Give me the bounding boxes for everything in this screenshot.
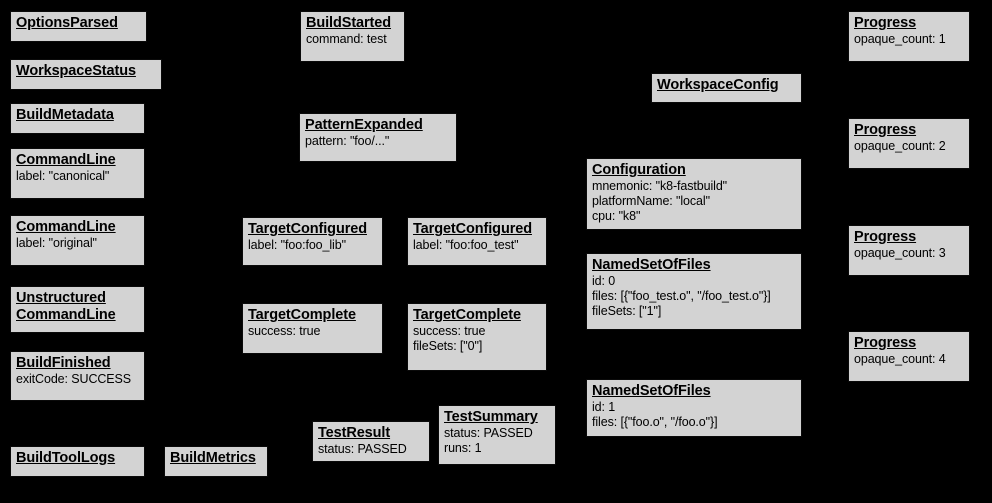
node-title: BuildMetadata — [16, 107, 114, 123]
node-title: TestSummary — [444, 409, 538, 425]
node-fields: id: 1 files: [{"foo.o", "/foo.o"}] — [592, 400, 718, 429]
node-title: TestResult — [318, 425, 391, 441]
node-fields: label: "canonical" — [16, 169, 110, 183]
node-title: Progress — [854, 335, 917, 351]
node-title: Progress — [854, 229, 917, 245]
node-workspace-status[interactable]: WorkspaceStatus — [10, 59, 162, 90]
node-title: WorkspaceStatus — [16, 63, 136, 79]
node-title: TargetConfigured — [413, 221, 532, 237]
node-title: PatternExpanded — [305, 117, 423, 133]
node-fields: pattern: "foo/..." — [305, 134, 390, 148]
node-workspace-config[interactable]: WorkspaceConfig — [651, 73, 802, 103]
node-title: WorkspaceConfig — [657, 77, 779, 93]
node-fields: label: "foo:foo_lib" — [248, 238, 346, 252]
node-title: Progress — [854, 122, 917, 138]
node-fields: status: PASSED runs: 1 — [444, 426, 533, 455]
node-title: Unstructured CommandLine — [16, 290, 116, 323]
node-title: NamedSetOfFiles — [592, 257, 711, 273]
node-fields: opaque_count: 4 — [854, 352, 946, 366]
node-title: BuildStarted — [306, 15, 392, 31]
node-title: Configuration — [592, 162, 686, 178]
node-title: BuildFinished — [16, 355, 111, 371]
node-fields: opaque_count: 3 — [854, 246, 946, 260]
node-fields: mnemonic: "k8-fastbuild" platformName: "… — [592, 179, 728, 223]
node-fields: label: "foo:foo_test" — [413, 238, 519, 252]
node-build-tool-logs[interactable]: BuildToolLogs — [10, 446, 145, 477]
node-unstructured-command-line[interactable]: Unstructured CommandLine — [10, 286, 145, 333]
node-fields: exitCode: SUCCESS — [16, 372, 132, 386]
node-title: CommandLine — [16, 152, 116, 168]
node-title: BuildMetrics — [170, 450, 256, 466]
node-title: CommandLine — [16, 219, 116, 235]
node-build-metadata[interactable]: BuildMetadata — [10, 103, 145, 134]
node-build-metrics[interactable]: BuildMetrics — [164, 446, 268, 477]
node-fields: status: PASSED — [318, 442, 407, 456]
node-title: TargetComplete — [248, 307, 356, 323]
node-fields: success: true fileSets: ["0"] — [413, 324, 486, 353]
node-fields: id: 0 files: [{"foo_test.o", "/foo_test.… — [592, 274, 771, 318]
node-title: NamedSetOfFiles — [592, 383, 711, 399]
node-fields: opaque_count: 1 — [854, 32, 946, 46]
node-fields: success: true — [248, 324, 321, 338]
node-title: TargetConfigured — [248, 221, 367, 237]
node-title: OptionsParsed — [16, 15, 118, 31]
node-title: TargetComplete — [413, 307, 521, 323]
node-options-parsed[interactable]: OptionsParsed — [10, 11, 147, 42]
node-fields: opaque_count: 2 — [854, 139, 946, 153]
node-fields: label: "original" — [16, 236, 97, 250]
node-title: BuildToolLogs — [16, 450, 116, 466]
node-fields: command: test — [306, 32, 387, 46]
node-title: Progress — [854, 15, 917, 31]
